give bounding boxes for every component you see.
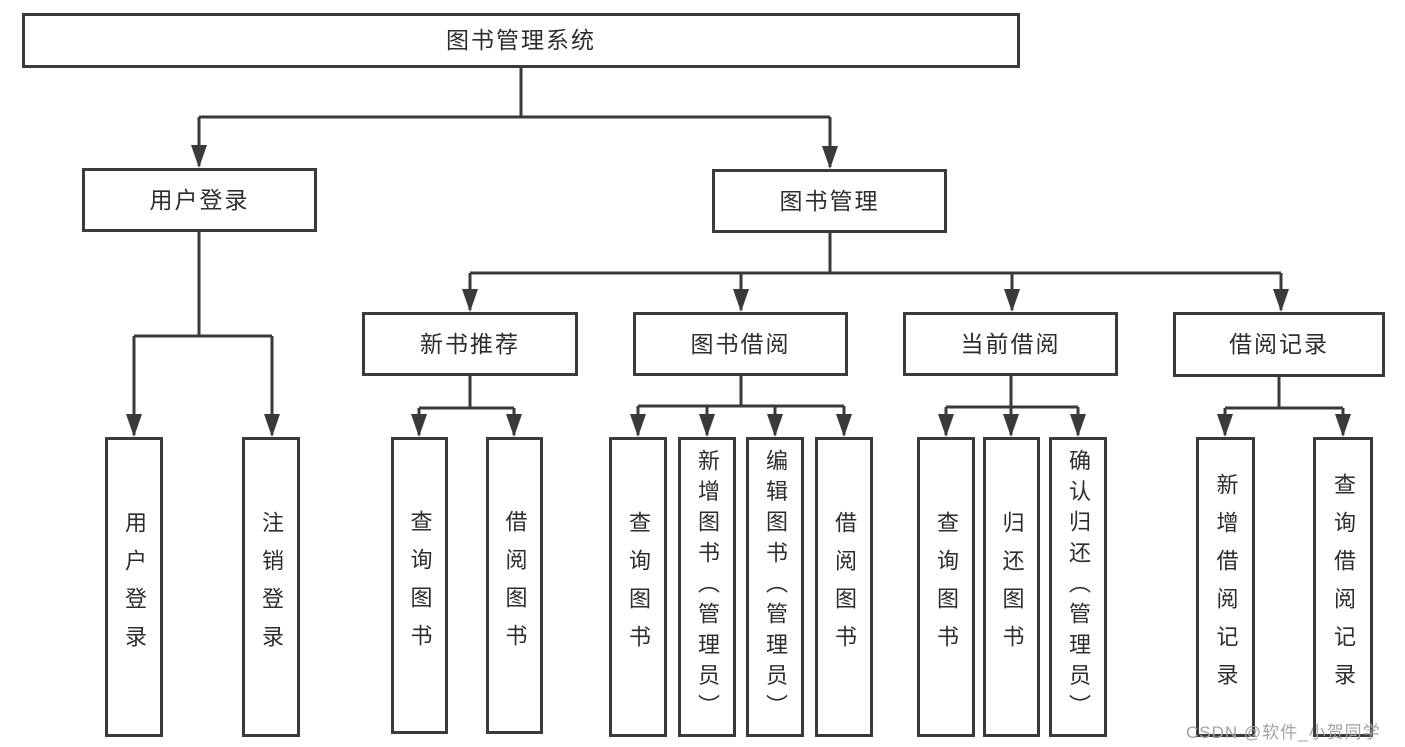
diagram-node-leaf-confirm-return: 确认归还（管理员）	[1049, 437, 1107, 737]
arrowhead-down-icon	[1273, 289, 1289, 312]
node-label: 编辑图书（管理员）	[763, 449, 788, 725]
node-label: 借阅图书	[502, 509, 528, 662]
node-label: 当前借阅	[960, 330, 1061, 357]
arrowhead-down-icon	[836, 414, 852, 437]
node-label: 新增借阅记录	[1213, 473, 1239, 701]
node-label: 查询借阅记录	[1331, 473, 1356, 701]
diagram-node-current-borrowing: 当前借阅	[903, 312, 1118, 376]
diagram-node-leaf-edit-books-admin: 编辑图书（管理员）	[746, 437, 804, 737]
arrowhead-down-icon	[1003, 414, 1019, 437]
node-label: 借阅记录	[1229, 331, 1329, 357]
arrowhead-down-icon	[733, 289, 749, 312]
arrowhead-down-icon	[699, 414, 715, 437]
arrowhead-down-icon	[411, 414, 427, 437]
node-label: 图书借阅	[690, 330, 791, 357]
node-label: 注销登录	[259, 511, 284, 663]
node-label: 归还图书	[999, 511, 1025, 663]
diagram-node-leaf-query-books-3: 查询图书	[917, 437, 975, 737]
diagram-node-leaf-add-books-admin: 新增图书（管理员）	[678, 437, 736, 737]
diagram-node-leaf-query-books-1: 查询图书	[391, 437, 448, 734]
arrowhead-down-icon	[462, 289, 478, 312]
diagram-node-new-book-recommend: 新书推荐	[362, 312, 578, 376]
arrowhead-down-icon	[126, 414, 142, 437]
arrowhead-down-icon	[630, 414, 646, 437]
csdn-watermark: CSDN @软件_小贺同学	[1186, 723, 1381, 742]
arrowhead-down-icon	[1335, 414, 1351, 437]
arrowhead-down-icon	[1004, 289, 1020, 312]
node-label: 查询图书	[407, 509, 433, 662]
diagram-node-leaf-borrow-books-1: 借阅图书	[486, 437, 543, 734]
node-label: 查询图书	[626, 511, 651, 663]
diagram-node-book-borrowing: 图书借阅	[633, 312, 848, 376]
diagram-node-leaf-user-login: 用户登录	[105, 437, 163, 737]
arrowhead-down-icon	[191, 145, 207, 168]
node-label: 用户登录	[149, 186, 250, 213]
arrowhead-down-icon	[938, 414, 954, 437]
arrowhead-down-icon	[767, 414, 783, 437]
arrowhead-down-icon	[822, 146, 838, 169]
node-label: 图书管理	[779, 187, 880, 214]
node-label: 查询图书	[934, 511, 959, 663]
diagram-node-borrowing-records: 借阅记录	[1173, 312, 1385, 377]
node-label: 图书管理系统	[446, 27, 596, 53]
arrowhead-down-icon	[506, 414, 522, 437]
diagram-node-root: 图书管理系统	[22, 13, 1020, 68]
diagram-node-leaf-borrow-books-2: 借阅图书	[815, 437, 873, 737]
node-label: 确认归还（管理员）	[1066, 449, 1091, 725]
arrowhead-down-icon	[264, 414, 280, 437]
diagram-node-leaf-add-borrow-record: 新增借阅记录	[1196, 437, 1255, 737]
diagram-node-user-login: 用户登录	[82, 168, 317, 232]
arrowhead-down-icon	[1217, 414, 1233, 437]
diagram-node-leaf-query-borrow-record: 查询借阅记录	[1313, 437, 1373, 737]
node-label: 用户登录	[122, 511, 147, 663]
diagram-node-leaf-logout: 注销登录	[242, 437, 300, 737]
node-label: 新书推荐	[420, 330, 520, 357]
diagram-node-leaf-query-books-2: 查询图书	[609, 437, 667, 737]
diagram-node-book-management: 图书管理	[712, 169, 947, 233]
arrowhead-down-icon	[1070, 414, 1086, 437]
diagram-node-leaf-return-books: 归还图书	[983, 437, 1040, 737]
node-label: 借阅图书	[832, 511, 857, 663]
node-label: 新增图书（管理员）	[695, 449, 720, 725]
